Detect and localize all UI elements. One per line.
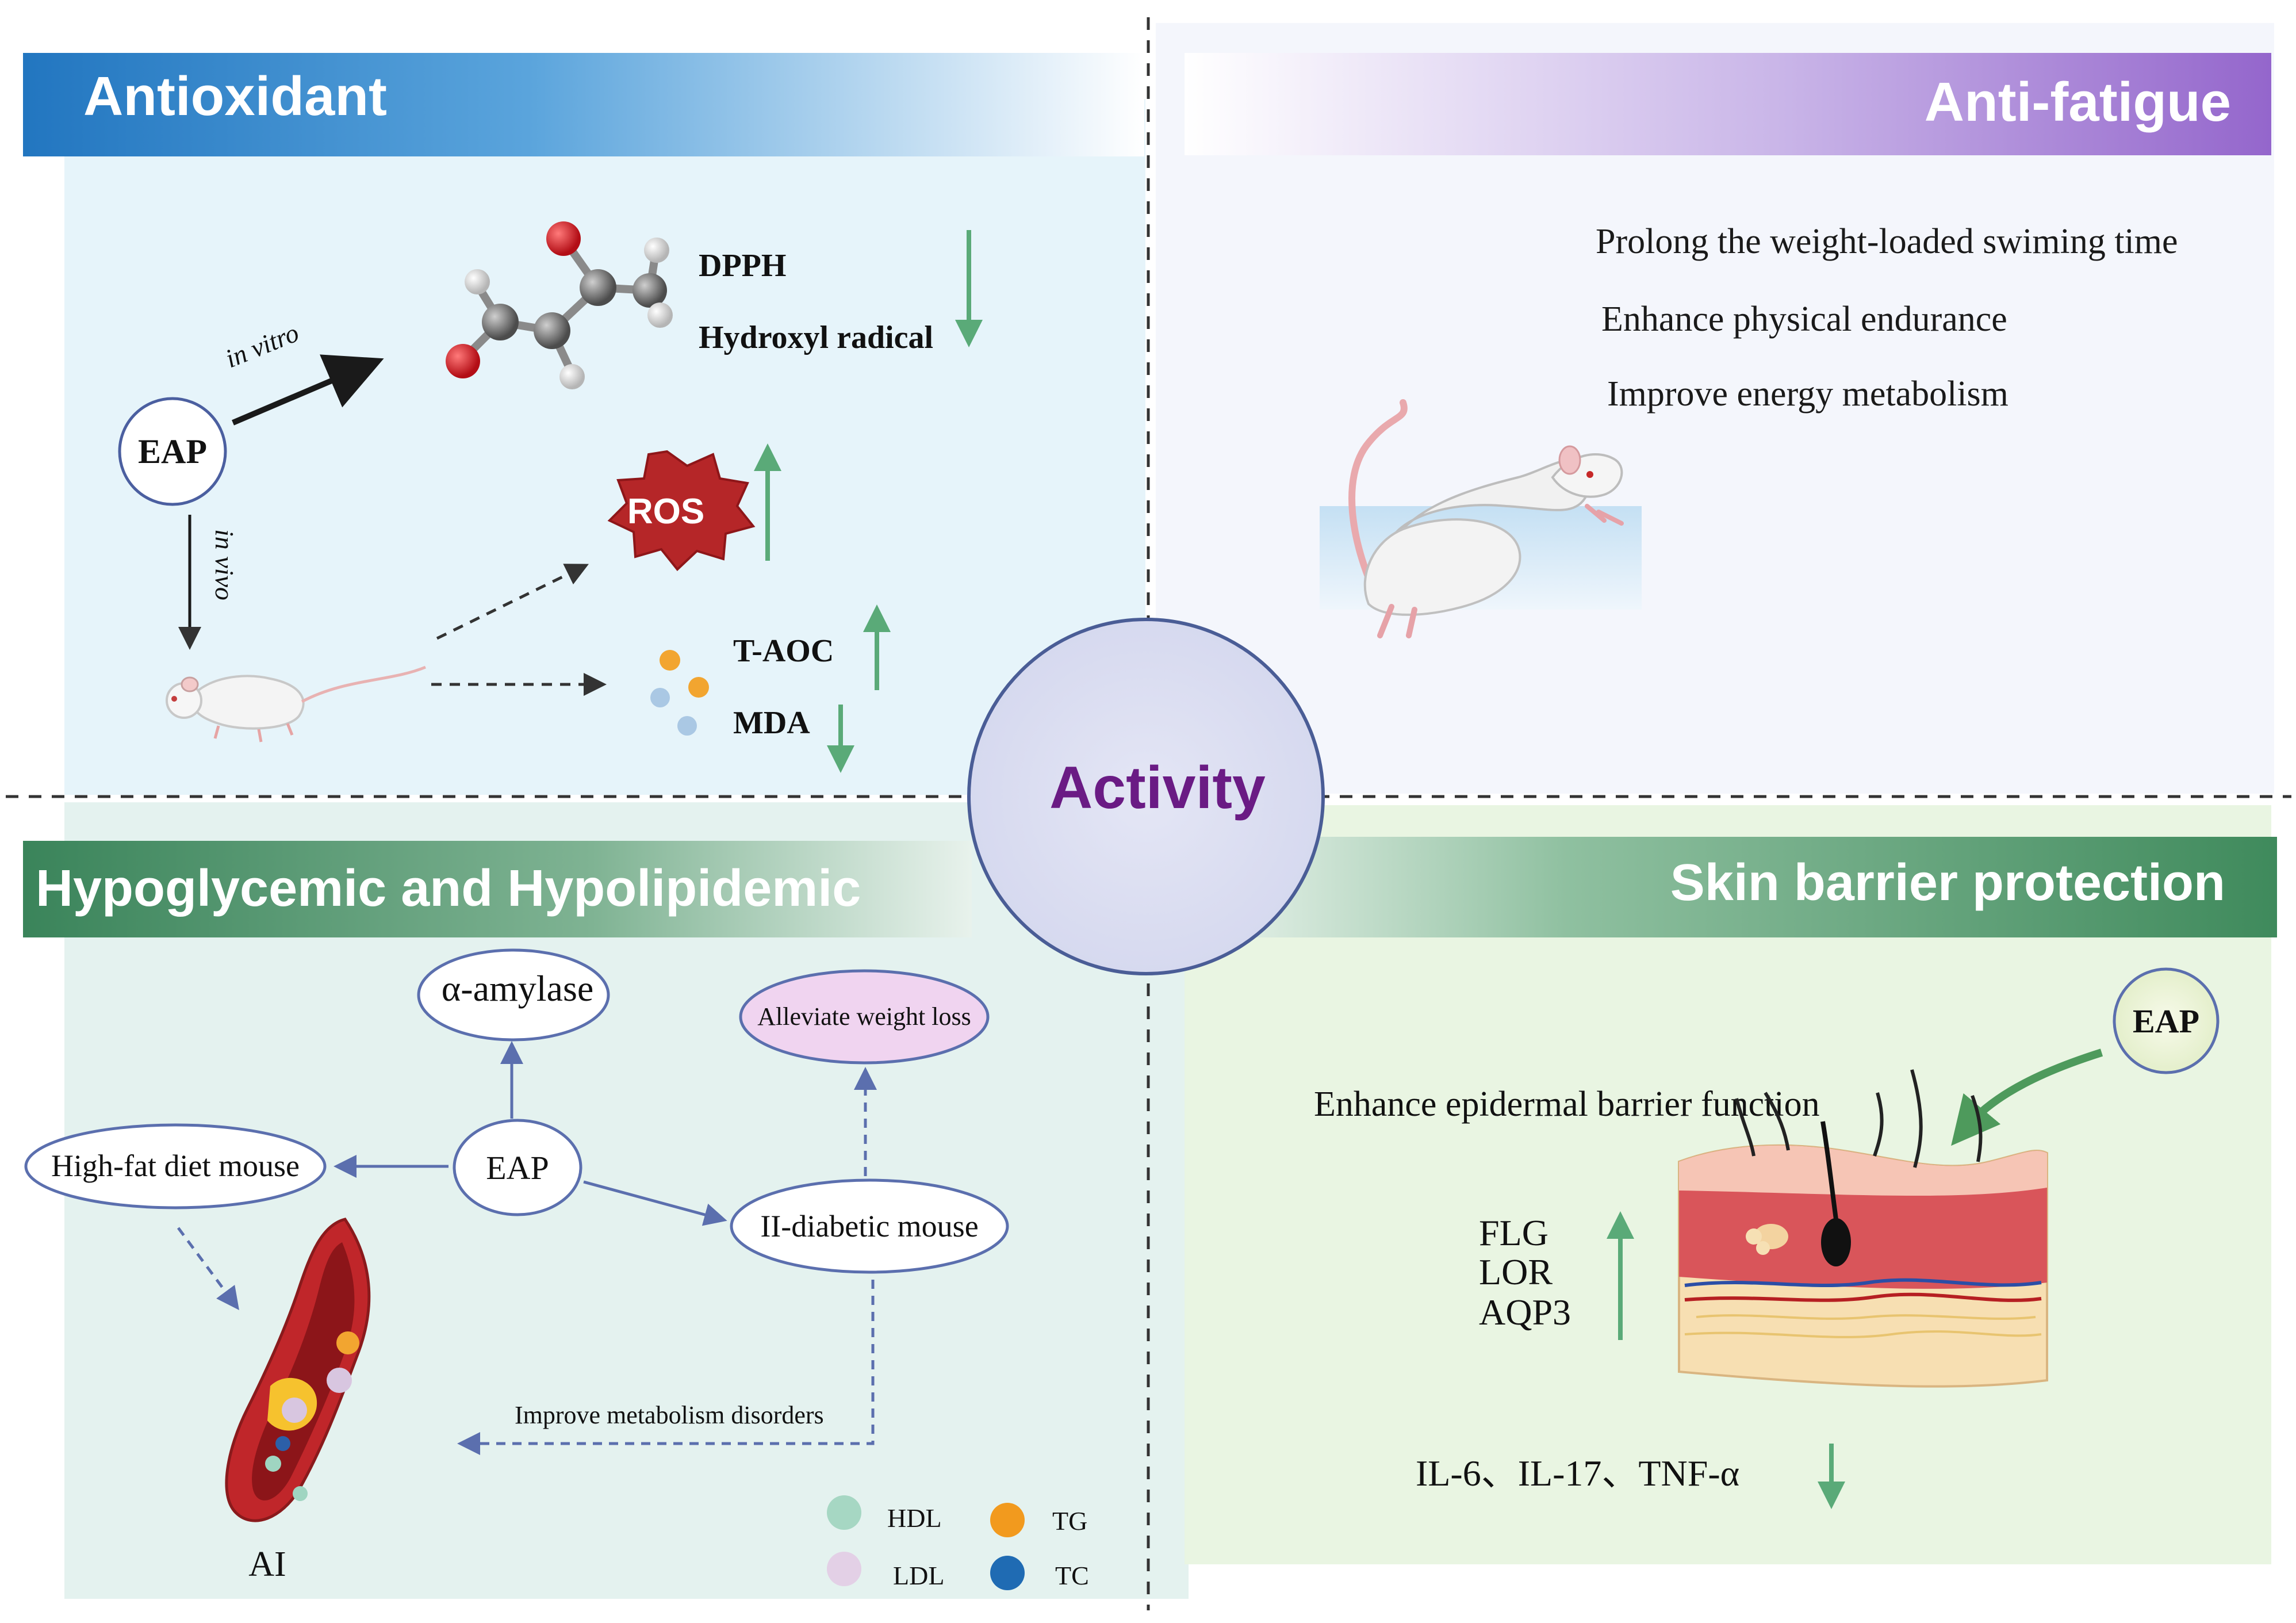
antifatigue-header bbox=[1185, 53, 2271, 155]
antifatigue-item-2: Enhance physical endurance bbox=[1601, 300, 2007, 339]
mouse-illustration bbox=[166, 665, 426, 742]
molecule-illustration bbox=[446, 221, 673, 389]
marker-flg: FLG bbox=[1479, 1212, 1548, 1253]
metabolism-label: Improve metabolism disorders bbox=[515, 1401, 824, 1429]
legend-ldl-label: LDL bbox=[893, 1561, 944, 1590]
legend-hdl-label: HDL bbox=[887, 1503, 942, 1533]
lipid-legend bbox=[827, 1495, 1025, 1590]
highfat-label: High-fat diet mouse bbox=[51, 1149, 300, 1183]
ros-label: ROS bbox=[627, 492, 704, 531]
mda-label: MDA bbox=[733, 705, 810, 741]
weight-loss-label: Alleviate weight loss bbox=[757, 1002, 971, 1031]
skin-cross-section-illustration bbox=[1678, 1069, 2048, 1388]
legend-ldl-dot bbox=[827, 1552, 861, 1586]
legend-tc-dot bbox=[990, 1556, 1025, 1590]
activity-title: Activity bbox=[1049, 755, 1266, 821]
antioxidant-title: Antioxidant bbox=[83, 66, 387, 127]
in-vitro-arrow bbox=[232, 354, 384, 426]
eap-node-hypo bbox=[453, 1119, 582, 1216]
eap-label-skin: EAP bbox=[2133, 1002, 2199, 1040]
cytokines-label: IL-6、IL-17、TNF-α bbox=[1416, 1453, 1739, 1494]
skin-title: Skin barrier protection bbox=[1670, 854, 2225, 912]
highfat-to-ai-arrow bbox=[177, 1227, 239, 1311]
hypo-header bbox=[23, 841, 972, 937]
eap-label-hypo: EAP bbox=[486, 1149, 549, 1186]
diabetic-to-ai-arrow bbox=[457, 1280, 875, 1455]
mouse-to-ros-dashed bbox=[436, 564, 589, 640]
diabetic-node bbox=[730, 1178, 1009, 1274]
legend-tc-label: TC bbox=[1055, 1561, 1089, 1590]
marker-dots bbox=[650, 650, 709, 736]
diabetic-label: II-diabetic mouse bbox=[760, 1209, 978, 1243]
ros-burst bbox=[607, 450, 756, 571]
marker-aqp3: AQP3 bbox=[1479, 1292, 1571, 1333]
in-vivo-label: in vivo bbox=[210, 529, 239, 600]
ai-label: AI bbox=[248, 1545, 286, 1584]
eap-to-diabetic-arrow bbox=[583, 1180, 727, 1226]
legend-tg-label: TG bbox=[1052, 1506, 1087, 1536]
eap-node-antioxidant bbox=[118, 397, 227, 506]
hypo-title: Hypoglycemic and Hypolipidemic bbox=[36, 860, 861, 917]
barrier-label: Enhance epidermal barrier function bbox=[1314, 1085, 1820, 1124]
legend-hdl-dot bbox=[827, 1495, 861, 1530]
weight-loss-node bbox=[739, 969, 990, 1065]
legend-tg-dot bbox=[990, 1503, 1025, 1537]
eap-node-skin bbox=[2113, 967, 2220, 1074]
amylase-label: α-amylase bbox=[442, 968, 594, 1009]
skin-header bbox=[1185, 837, 2277, 937]
marker-lor: LOR bbox=[1479, 1251, 1553, 1292]
antifatigue-item-3: Improve energy metabolism bbox=[1607, 374, 2008, 414]
antifatigue-title: Anti-fatigue bbox=[1925, 71, 2231, 133]
swimming-rat-illustration bbox=[1320, 399, 1642, 638]
highfat-node bbox=[24, 1123, 327, 1209]
eap-label-antioxidant: EAP bbox=[138, 432, 207, 470]
amylase-node bbox=[417, 948, 610, 1042]
activity-center-circle bbox=[967, 618, 1325, 975]
taoc-label: T-AOC bbox=[733, 633, 834, 669]
antioxidant-header bbox=[23, 53, 1144, 156]
blood-vessel-illustration bbox=[225, 1218, 371, 1522]
hydroxyl-label: Hydroxyl radical bbox=[699, 320, 933, 355]
antifatigue-item-1: Prolong the weight-loaded swiming time bbox=[1596, 222, 2178, 261]
dpph-label: DPPH bbox=[699, 248, 786, 284]
